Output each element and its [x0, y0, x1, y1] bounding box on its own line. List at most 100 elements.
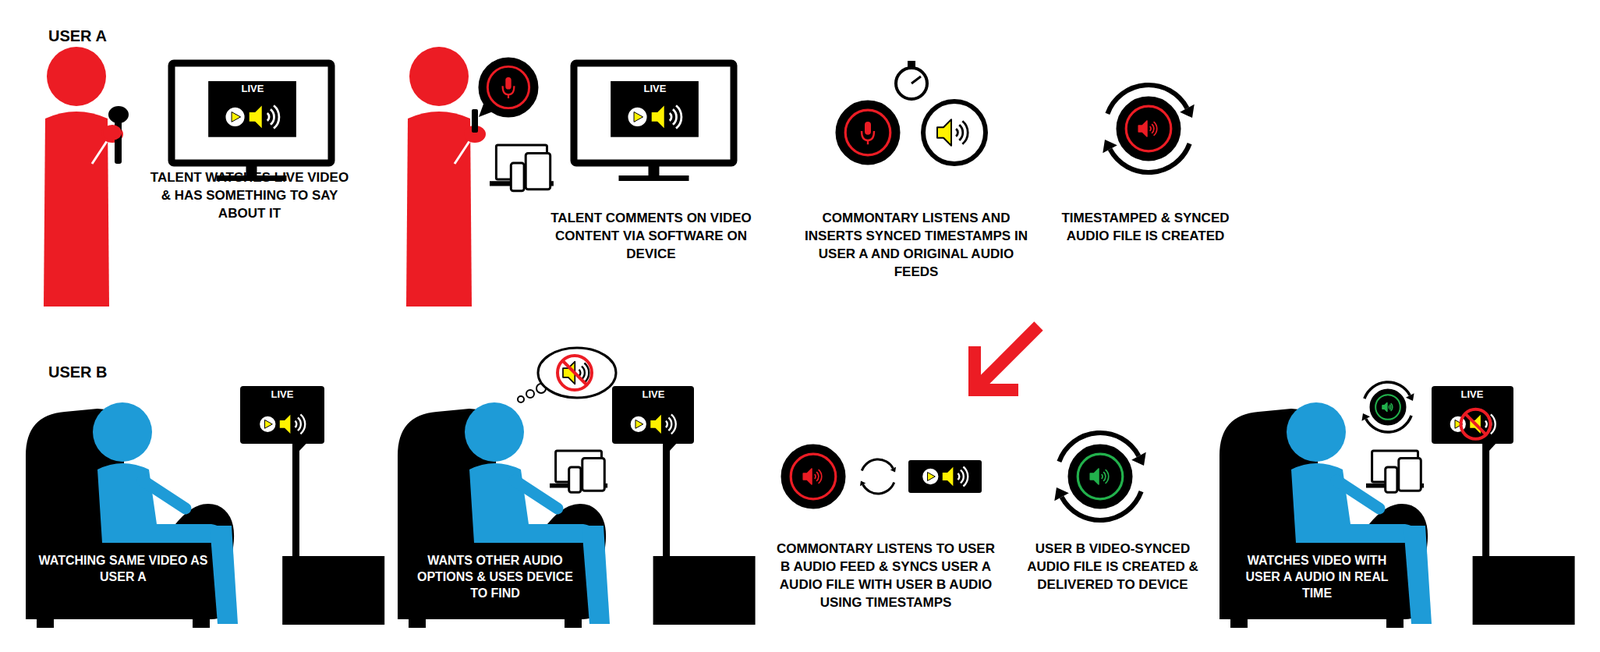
badge-ring: [1125, 106, 1172, 152]
sound-wave: [1150, 126, 1151, 131]
sound-wave: [581, 366, 585, 380]
tv-stand: [653, 555, 756, 625]
tv-stand: [282, 555, 385, 625]
badge: [836, 101, 900, 164]
sound-wave: [668, 417, 672, 432]
head: [409, 46, 469, 107]
armchair-shape: [25, 408, 235, 628]
sound-wave: [1391, 403, 1393, 411]
step-caption: TALENT WATCHES LIVE VIDEO & HAS SOMETHIN…: [147, 168, 352, 223]
viewer-body: [97, 463, 224, 543]
step-caption: TALENT COMMENTS ON VIDEO CONTENT VIA SOF…: [548, 208, 754, 263]
chair-leg: [1230, 617, 1248, 628]
speaker-icon: [649, 413, 662, 436]
synced-audio-file: [1102, 84, 1194, 173]
sound-wave: [584, 362, 589, 383]
listening-audio: [1361, 382, 1414, 432]
speaker-icon: [651, 103, 666, 131]
tv-post: [662, 443, 670, 561]
synced-audio-file: [1054, 432, 1146, 521]
speaker-icon: [1138, 120, 1147, 137]
badge-ring: [845, 109, 891, 156]
mute-slash: [562, 361, 587, 385]
armchair: WANTS OTHER AUDIO OPTIONS & USES DEVICE …: [397, 408, 607, 628]
mute-circle: [1461, 409, 1491, 439]
thought-dot: [526, 389, 535, 398]
flow-arrow: [974, 325, 1039, 390]
body: [43, 111, 110, 307]
badge: [1117, 97, 1180, 160]
viewer-arm: [514, 480, 558, 509]
sound-wave: [669, 113, 672, 121]
tv-screen: [240, 385, 325, 444]
badge: [1069, 445, 1132, 508]
row-heading: USER B: [48, 362, 108, 382]
talent-figure: [406, 46, 486, 307]
play-triangle: [264, 419, 273, 429]
stopwatch-face: [895, 67, 928, 100]
mic-capsule: [864, 121, 871, 135]
sound-wave: [957, 473, 960, 480]
sound-wave: [671, 414, 677, 434]
sound-wave: [816, 471, 819, 482]
monitor: [573, 63, 734, 181]
viewer-body: [469, 463, 596, 543]
viewer-head: [1286, 402, 1346, 462]
monitor-frame: [171, 63, 332, 163]
chair-leg: [1386, 617, 1404, 628]
badge: [479, 58, 538, 117]
badge-ring: [790, 453, 836, 500]
arrow-head: [1405, 392, 1415, 401]
viewer-arm: [1336, 480, 1380, 509]
monitor-frame: [573, 63, 734, 163]
arrow-shaft: [979, 325, 1039, 386]
sound-wave: [297, 417, 301, 432]
arrow-head: [1179, 104, 1195, 118]
armchair: WATCHING SAME VIDEO AS USER A: [25, 408, 235, 628]
sound-wave: [1153, 121, 1158, 136]
play-triangle: [231, 112, 241, 123]
tablet: [582, 458, 606, 492]
play-button: [1449, 415, 1467, 433]
step-caption: COMMONTARY LISTENS TO USER B AUDIO FEED …: [772, 539, 999, 612]
hand: [102, 124, 122, 141]
sound-wave: [1389, 404, 1392, 410]
sound-wave: [959, 124, 963, 141]
screen: [208, 81, 297, 138]
viewer-head: [92, 402, 153, 462]
sound-wave: [962, 120, 968, 144]
speaker-icon: [248, 103, 263, 131]
screen-tail: [292, 442, 308, 455]
monitor: [171, 63, 332, 181]
sound-wave: [1151, 123, 1154, 134]
sound-wave: [1103, 471, 1106, 482]
node-text: WATCHING SAME VIDEO AS USER A: [36, 552, 210, 585]
tv-set: [240, 385, 385, 625]
mute-slash: [1465, 414, 1487, 435]
sound-wave: [1101, 474, 1103, 479]
step-caption: USER B VIDEO-SYNCED AUDIO FILE IS CREATE…: [1019, 539, 1207, 594]
step-caption: TIMESTAMPED & SYNCED AUDIO FILE IS CREAT…: [1047, 208, 1243, 245]
chair-leg: [564, 617, 582, 628]
phone-in-hand: [471, 109, 478, 133]
viewer-head: [464, 402, 524, 462]
viewer-arm: [142, 480, 186, 509]
mic-holder: [502, 85, 515, 95]
sound-wave: [294, 421, 297, 428]
phone: [510, 162, 524, 192]
sound-wave: [955, 128, 958, 137]
stopwatch-hand: [911, 76, 921, 84]
tv-stand: [1472, 555, 1576, 625]
badge-ring: [1077, 453, 1123, 500]
arrow-head: [1131, 452, 1147, 466]
chair-leg: [408, 617, 426, 628]
sound-wave: [676, 105, 682, 128]
badge: [923, 101, 986, 164]
sound-wave: [672, 109, 677, 125]
tablet: [525, 153, 551, 190]
screen-tail: [1482, 442, 1498, 455]
arrow-head: [1102, 139, 1118, 153]
speaker-icon: [941, 465, 954, 489]
armchair: WATCHES VIDEO WITH USER A AUDIO IN REAL …: [1219, 408, 1429, 628]
node-text: WATCHES VIDEO WITH USER A AUDIO IN REAL …: [1230, 552, 1404, 602]
